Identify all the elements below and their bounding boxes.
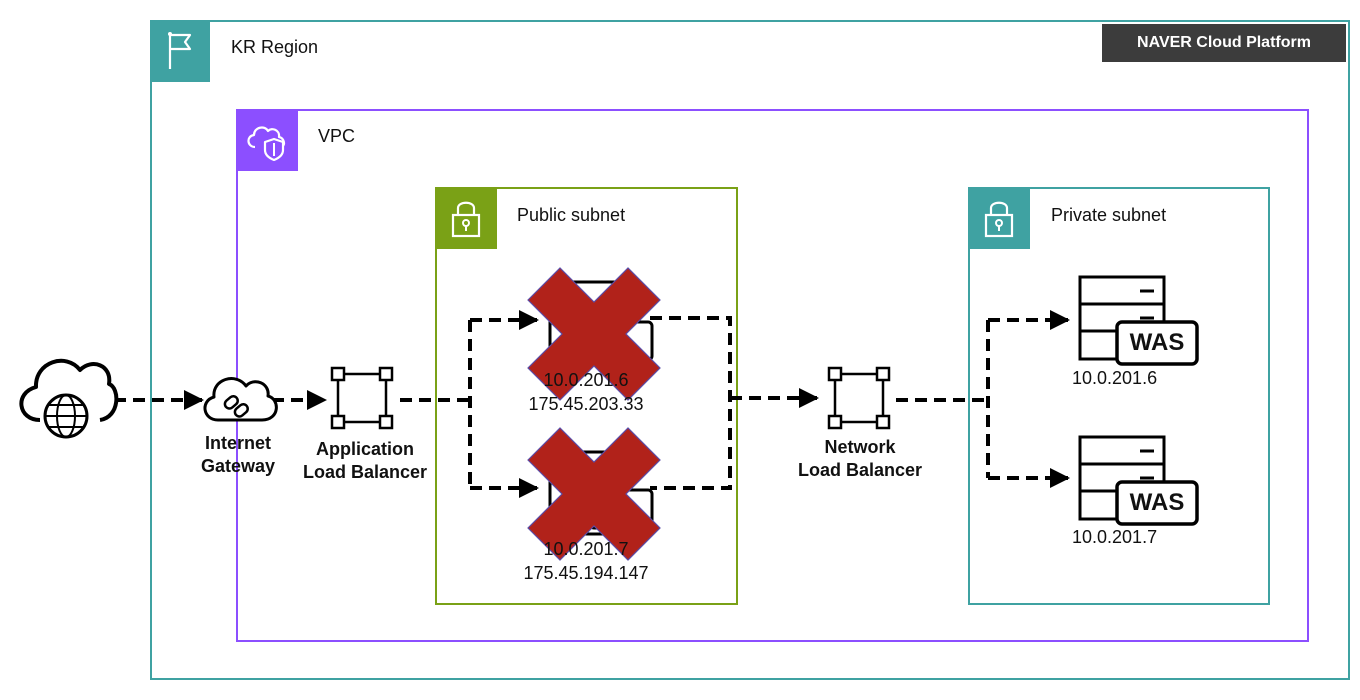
region-tag (150, 20, 210, 82)
brand-badge: NAVER Cloud Platform (1102, 24, 1346, 62)
instance-2-ips: 10.0.201.7 175.45.194.147 (523, 537, 648, 585)
region-box (150, 20, 1350, 680)
private-subnet-label: Private subnet (1051, 205, 1167, 225)
lock-icon (451, 201, 481, 238)
instance-2-public-ip: 175.45.194.147 (523, 563, 649, 583)
public-subnet-tag (435, 187, 497, 249)
vpc-label: VPC (318, 126, 356, 146)
load-balancer-icon (827, 366, 891, 430)
lock-icon (984, 201, 1014, 238)
was-server-1 (1078, 275, 1199, 366)
was-server-1-ip: 10.0.201.6 (1072, 368, 1158, 388)
internet-gateway-label: Internet Gateway (200, 433, 276, 476)
application-lb-label: Application Load Balancer (302, 439, 428, 482)
was-badge-1: WAS (1129, 329, 1185, 356)
network-lb-label: Network Load Balancer (797, 437, 923, 480)
edge-instances-nlb (650, 316, 732, 490)
vpc-box (236, 109, 1309, 642)
instance-1-public-ip: 175.45.203.33 (528, 394, 644, 414)
was-server-2-ip: 10.0.201.7 (1072, 527, 1158, 547)
region-label: KR Region (231, 37, 319, 57)
edge-alb-instances (400, 320, 472, 488)
instance-1-ips: 10.0.201.6 175.45.203.33 (528, 368, 643, 416)
was-badge-2: WAS (1129, 489, 1185, 516)
private-subnet-box (968, 187, 1270, 605)
failed-instance-2 (527, 427, 661, 561)
instance-2-private-ip: 10.0.201.7 (543, 539, 629, 559)
vpc-tag (236, 109, 298, 171)
was-server-2 (1078, 435, 1199, 526)
edge-nlb-servers (896, 320, 990, 478)
instance-1-private-ip: 10.0.201.6 (543, 370, 629, 390)
red-x-icon (527, 267, 661, 401)
cloud-globe-icon (19, 358, 119, 439)
red-x-icon (527, 427, 661, 561)
cloud-shield-icon (247, 126, 286, 161)
cloud-link-icon (203, 377, 278, 422)
load-balancer-icon (330, 366, 394, 430)
flag-icon (168, 32, 192, 69)
private-subnet-tag (968, 187, 1030, 249)
public-subnet-label: Public subnet (517, 205, 626, 225)
failed-instance-1 (527, 267, 661, 401)
